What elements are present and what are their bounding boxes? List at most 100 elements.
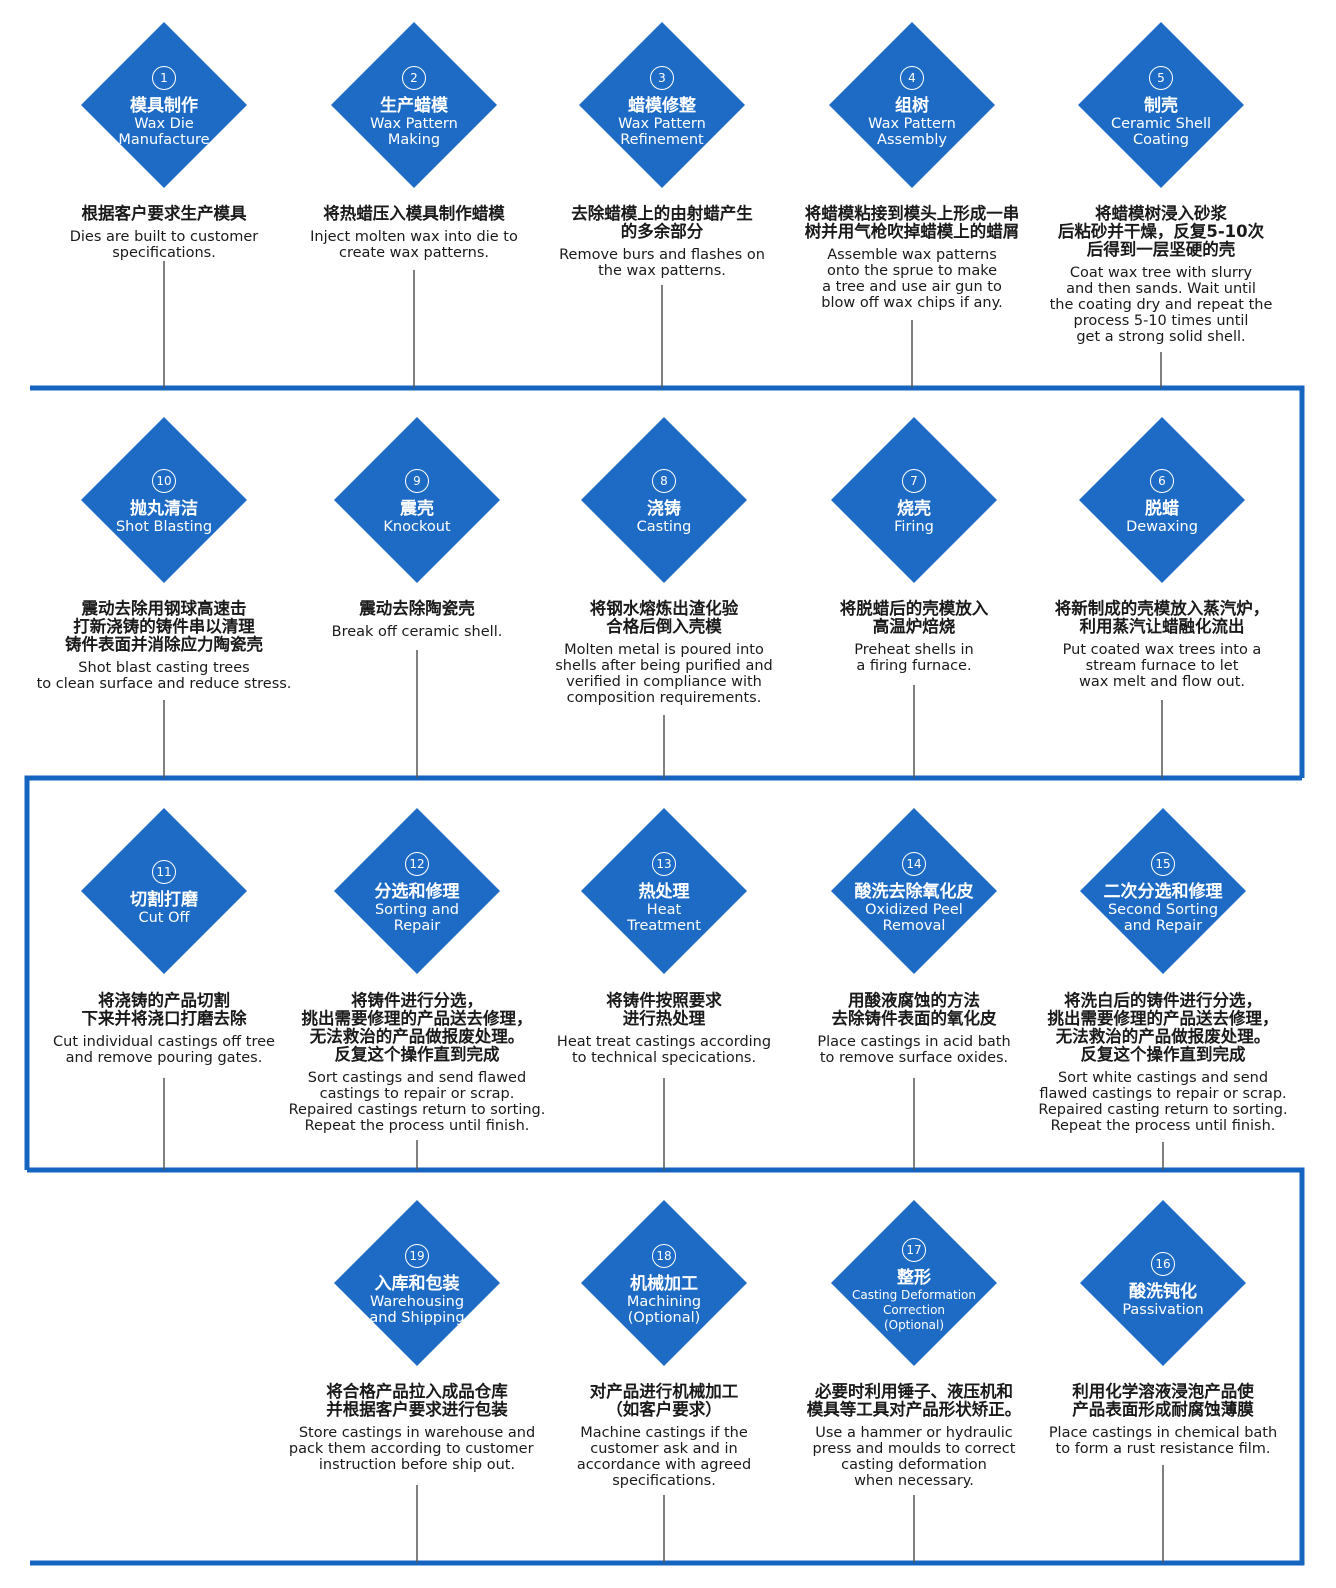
process-step-6: 6 脱蜡 Dewaxing 将新制成的壳模放入蒸汽炉， 利用蒸汽让蜡融化流出 P… <box>1032 415 1292 805</box>
step-title-en: Heat Treatment <box>627 902 701 934</box>
diamond-shape <box>1079 417 1245 583</box>
step-description: 将合格产品拉入成品仓库 并根据客户要求进行包装 Store castings i… <box>287 1383 547 1473</box>
step-description: 将铸件按照要求 进行热处理 Heat treat castings accord… <box>534 992 794 1066</box>
step-description: 将钢水熔炼出渣化验 合格后倒入壳模 Molten metal is poured… <box>534 600 794 706</box>
step-desc-en: Heat treat castings according to technic… <box>556 1034 772 1066</box>
step-desc-zh: 震动去除用钢球高速击 打新浇铸的铸件串以清理 铸件表面并消除应力陶瓷壳 <box>65 599 263 654</box>
process-step-8: 8 浇铸 Casting 将钢水熔炼出渣化验 合格后倒入壳模 Molten me… <box>534 415 794 805</box>
diamond-shape <box>334 1200 500 1366</box>
step-diamond: 5 制壳 Ceramic Shell Coating <box>1076 20 1246 190</box>
step-description: 去除蜡模上的由射蜡产生 的多余部分 Remove burs and flashe… <box>532 205 792 279</box>
step-desc-en: Shot blast casting trees to clean surfac… <box>36 660 292 692</box>
step-title-zh: 烧壳 <box>897 499 931 519</box>
step-desc-zh: 将蜡模树浸入砂浆 后粘砂并干燥，反复5-10次 后得到一层坚硬的壳 <box>1057 204 1265 259</box>
step-desc-en: Place castings in chemical bath to form … <box>1048 1425 1278 1457</box>
step-desc-en: Sort white castings and send flawed cast… <box>1038 1070 1288 1134</box>
step-title-en: Firing <box>894 519 934 535</box>
diamond-shape <box>581 417 747 583</box>
step-number: 5 <box>1149 66 1173 90</box>
process-step-4: 4 组树 Wax Pattern Assembly 将蜡模粘接到模头上形成一串 … <box>782 20 1042 410</box>
frame-row2-to-row3 <box>24 775 1302 1170</box>
step-title-zh: 入库和包装 <box>374 1274 460 1294</box>
step-desc-zh: 去除蜡模上的由射蜡产生 的多余部分 <box>571 204 753 241</box>
step-diamond: 16 酸洗钝化 Passivation <box>1078 1198 1248 1368</box>
step-title-zh: 机械加工 <box>630 1274 698 1294</box>
step-title-zh: 模具制作 <box>130 96 198 116</box>
step-description: 根据客户要求生产模具 Dies are built to customer sp… <box>34 205 294 261</box>
diamond-shape <box>831 417 997 583</box>
step-number: 18 <box>652 1244 676 1268</box>
step-diamond: 17 整形 Casting Deformation Correction (Op… <box>829 1198 999 1368</box>
step-description: 将热蜡压入模具制作蜡模 Inject molten wax into die t… <box>284 205 544 261</box>
step-number: 6 <box>1150 469 1174 493</box>
process-step-2: 2 生产蜡模 Wax Pattern Making 将热蜡压入模具制作蜡模 In… <box>284 20 544 410</box>
step-desc-zh: 用酸液腐蚀的方法 去除铸件表面的氧化皮 <box>831 991 997 1028</box>
diamond-shape <box>334 417 500 583</box>
step-title-zh: 分选和修理 <box>374 882 460 902</box>
step-desc-zh: 必要时利用锤子、液压机和 模具等工具对产品形状矫正。 <box>806 1382 1022 1419</box>
step-number: 16 <box>1151 1252 1175 1276</box>
step-desc-zh: 将浇铸的产品切割 下来并将浇口打磨去除 <box>81 991 247 1028</box>
step-diamond: 8 浇铸 Casting <box>579 415 749 585</box>
step-desc-zh: 将蜡模粘接到模头上形成一串 树并用气枪吹掉蜡模上的蜡屑 <box>804 204 1020 241</box>
step-title-zh: 切割打磨 <box>130 890 198 910</box>
step-number: 1 <box>152 66 176 90</box>
step-title-zh: 生产蜡模 <box>380 96 448 116</box>
process-step-11: 11 切割打磨 Cut Off 将浇铸的产品切割 下来并将浇口打磨去除 Cut … <box>34 806 294 1196</box>
step-desc-en: Preheat shells in a firing furnace. <box>854 642 974 674</box>
diamond-shape <box>81 808 247 974</box>
frame-row1-to-row2 <box>30 385 1305 778</box>
step-title-zh: 制壳 <box>1144 96 1178 116</box>
step-diamond: 13 热处理 Heat Treatment <box>579 806 749 976</box>
step-title-en: Shot Blasting <box>115 519 213 535</box>
process-step-3: 3 蜡模修整 Wax Pattern Refinement 去除蜡模上的由射蜡产… <box>532 20 792 410</box>
step-desc-en: Coat wax tree with slurry and then sands… <box>1049 265 1273 345</box>
step-diamond: 12 分选和修理 Sorting and Repair <box>332 806 502 976</box>
diamond-shape <box>1080 1200 1246 1366</box>
step-description: 对产品进行机械加工 （如客户要求） Machine castings if th… <box>534 1383 794 1489</box>
step-diamond: 6 脱蜡 Dewaxing <box>1077 415 1247 585</box>
step-desc-zh: 震动去除陶瓷壳 <box>359 599 475 618</box>
step-diamond: 19 入库和包装 Warehousing and Shipping <box>332 1198 502 1368</box>
step-title-zh: 酸洗去除氧化皮 <box>854 882 974 902</box>
step-desc-zh: 将脱蜡后的壳模放入 高温炉焙烧 <box>839 599 989 636</box>
step-title-en: Ceramic Shell Coating <box>1111 116 1211 148</box>
process-step-7: 7 烧壳 Firing 将脱蜡后的壳模放入 高温炉焙烧 Preheat shel… <box>784 415 1044 805</box>
diamond-shape <box>81 22 247 188</box>
step-description: 震动去除陶瓷壳 Break off ceramic shell. <box>287 600 547 640</box>
process-step-19: 19 入库和包装 Warehousing and Shipping 将合格产品拉… <box>287 1198 547 1588</box>
step-title-en: Cut Off <box>138 910 190 926</box>
step-number: 17 <box>902 1237 926 1262</box>
step-title-en: Wax Pattern Refinement <box>618 116 706 148</box>
diamond-shape <box>831 808 997 974</box>
step-description: 震动去除用钢球高速击 打新浇铸的铸件串以清理 铸件表面并消除应力陶瓷壳 Shot… <box>34 600 294 692</box>
diamond-shape <box>334 808 500 974</box>
process-step-18: 18 机械加工 Machining (Optional) 对产品进行机械加工 （… <box>534 1198 794 1588</box>
step-description: 将蜡模粘接到模头上形成一串 树并用气枪吹掉蜡模上的蜡屑 Assemble wax… <box>782 205 1042 311</box>
process-step-16: 16 酸洗钝化 Passivation 利用化学溶液浸泡产品使 产品表面形成耐腐… <box>1033 1198 1293 1588</box>
step-description: 将浇铸的产品切割 下来并将浇口打磨去除 Cut individual casti… <box>34 992 294 1066</box>
step-desc-en: Remove burs and flashes on the wax patte… <box>559 247 765 279</box>
step-title-zh: 震壳 <box>400 499 434 519</box>
step-desc-zh: 将铸件按照要求 进行热处理 <box>606 991 722 1028</box>
step-number: 7 <box>902 469 926 493</box>
step-desc-zh: 利用化学溶液浸泡产品使 产品表面形成耐腐蚀薄膜 <box>1072 1382 1254 1419</box>
step-description: 将铸件进行分选， 挑出需要修理的产品送去修理， 无法救治的产品做报废处理。 反复… <box>287 992 547 1134</box>
step-desc-en: Cut individual castings off tree and rem… <box>53 1034 275 1066</box>
diamond-shape <box>1078 22 1244 188</box>
step-number: 2 <box>402 66 426 90</box>
step-desc-en: Machine castings if the customer ask and… <box>576 1425 752 1489</box>
step-desc-zh: 将热蜡压入模具制作蜡模 <box>323 204 505 223</box>
step-diamond: 11 切割打磨 Cut Off <box>79 806 249 976</box>
diamond-shape <box>581 808 747 974</box>
step-description: 将蜡模树浸入砂浆 后粘砂并干燥，反复5-10次 后得到一层坚硬的壳 Coat w… <box>1031 205 1291 345</box>
step-desc-zh: 将洗白后的铸件进行分选， 挑出需要修理的产品送去修理， 无法救治的产品做报废处理… <box>1047 991 1279 1064</box>
step-title-en: Oxidized Peel Removal <box>865 902 963 934</box>
step-desc-en: Use a hammer or hydraulic press and moul… <box>812 1425 1016 1489</box>
step-desc-en: Assemble wax patterns onto the sprue to … <box>821 247 1003 311</box>
step-title-en: Wax Pattern Making <box>370 116 458 148</box>
step-description: 将新制成的壳模放入蒸汽炉， 利用蒸汽让蜡融化流出 Put coated wax … <box>1032 600 1292 690</box>
step-desc-zh: 将合格产品拉入成品仓库 并根据客户要求进行包装 <box>326 1382 508 1419</box>
step-description: 用酸液腐蚀的方法 去除铸件表面的氧化皮 Place castings in ac… <box>784 992 1044 1066</box>
step-title-en: Knockout <box>383 519 451 535</box>
